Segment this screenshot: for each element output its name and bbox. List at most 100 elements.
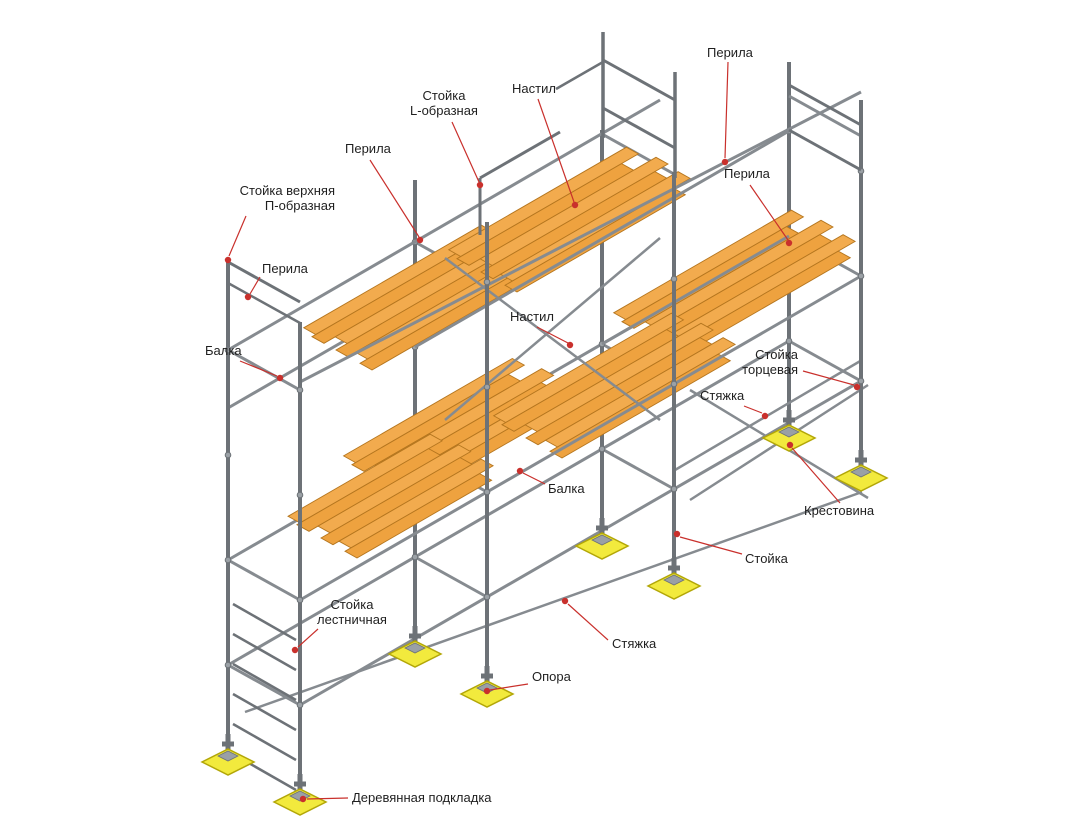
guard-frame-member (479, 130, 561, 180)
callout-label-styazhka-bottom: Стяжка (612, 636, 657, 651)
diagonal-brace (444, 257, 661, 421)
callout-leader-line (369, 159, 420, 238)
callout-label-krestovina: Крестовина (804, 503, 875, 518)
callout-leader-line (228, 215, 247, 257)
guard-frame-member (602, 106, 676, 150)
post-joint (296, 386, 304, 394)
callout-dot (299, 795, 307, 803)
guard-frame-member (555, 60, 604, 91)
callout-dot (761, 412, 769, 420)
callout-dot (483, 687, 491, 695)
ladder-rung (232, 602, 297, 642)
callout-label-balka-left: Балка (205, 343, 242, 358)
callout-dot (291, 646, 299, 654)
callout-label-stoyka-l: L-образная (410, 103, 478, 118)
guard-frame-member (227, 281, 301, 325)
guard-frame-member (227, 260, 301, 304)
deck-plank (338, 458, 495, 549)
callout-label-stoyka-torcevaya: Стойка (755, 347, 799, 362)
callout-leader-line (743, 405, 763, 414)
guard-frame-member (602, 58, 676, 102)
callout-dot (476, 181, 484, 189)
deck-plank (344, 473, 493, 559)
deck-plank (544, 337, 737, 448)
post-joint (296, 491, 304, 499)
base-plate (663, 574, 685, 586)
callout-label-perila-left: Перила (345, 141, 392, 156)
deck-plank (342, 357, 526, 464)
deck-plank (317, 444, 472, 534)
post-joint (670, 485, 678, 493)
guard-frame-member (788, 83, 862, 127)
post-joint (598, 445, 606, 453)
deck-plank (524, 322, 714, 433)
post-joint (224, 451, 232, 459)
callout-label-balka-mid: Балка (548, 481, 585, 496)
railing-beam (227, 98, 661, 352)
callout-label-stoyka-verh-p: Стойка верхняя (240, 183, 335, 198)
railing-beam (299, 90, 862, 384)
post-joint (411, 553, 419, 561)
diagonal-brace (244, 490, 863, 714)
deck-plank (612, 209, 805, 321)
base-plate (404, 642, 426, 654)
callout-dot (416, 236, 424, 244)
post-joint (296, 596, 304, 604)
wooden-pad (646, 572, 702, 600)
callout-leader-line (451, 121, 480, 183)
callout-dot (721, 158, 729, 166)
base-plate (591, 534, 613, 546)
transom-beam (788, 94, 862, 138)
callout-label-stoyka-torcevaya: торцевая (742, 362, 798, 377)
callout-label-nastil-top: Настил (512, 81, 556, 96)
railing-beam (299, 274, 862, 602)
post-joint (224, 556, 232, 564)
ladder-rung (232, 722, 297, 762)
callout-leader-line (791, 447, 841, 504)
callout-dot (786, 441, 794, 449)
ladder-rung (232, 692, 297, 732)
callout-leader-line (306, 797, 349, 800)
callout-dot (224, 256, 232, 264)
ladder-rung (232, 632, 297, 672)
wooden-pad (387, 640, 443, 668)
post-joint (483, 593, 491, 601)
base-plate (850, 466, 872, 478)
callout-leader-line (679, 536, 743, 555)
post-joint (483, 488, 491, 496)
wooden-pad (833, 464, 889, 492)
post-joint (785, 337, 793, 345)
callout-leader-line (522, 472, 546, 485)
deck-plank (492, 312, 685, 424)
callout-dot (571, 201, 579, 209)
callout-leader-line (749, 184, 789, 241)
callout-label-stoyka-lestnichnaya: Стойка (331, 597, 375, 612)
callout-label-styazhka-right: Стяжка (700, 388, 745, 403)
transom-beam (414, 555, 488, 599)
callout-dot (276, 374, 284, 382)
callout-leader-line (567, 603, 609, 641)
transom-beam (227, 558, 301, 602)
ladder-rung (232, 662, 297, 702)
base-plate (778, 426, 800, 438)
callout-label-opora: Опора (532, 669, 572, 684)
railing-beam (414, 129, 790, 349)
callout-label-stoyka: Стойка (745, 551, 789, 566)
callout-leader-line (489, 683, 529, 691)
callout-label-stoyka-lestnichnaya: лестничная (317, 612, 387, 627)
wooden-pad (574, 532, 630, 560)
callout-label-perila-end: Перила (262, 261, 309, 276)
post-joint (670, 380, 678, 388)
callout-leader-line (537, 98, 575, 203)
post-joint (296, 701, 304, 709)
callout-leader-line (536, 326, 569, 344)
callout-dot (853, 383, 861, 391)
callout-leader-line (724, 61, 729, 159)
guard-frame-member (788, 128, 862, 172)
callout-leader-line (239, 360, 278, 377)
post-joint (483, 278, 491, 286)
deck-plank (287, 433, 444, 524)
diagonal-brace (444, 237, 661, 421)
transom-beam (601, 447, 675, 491)
